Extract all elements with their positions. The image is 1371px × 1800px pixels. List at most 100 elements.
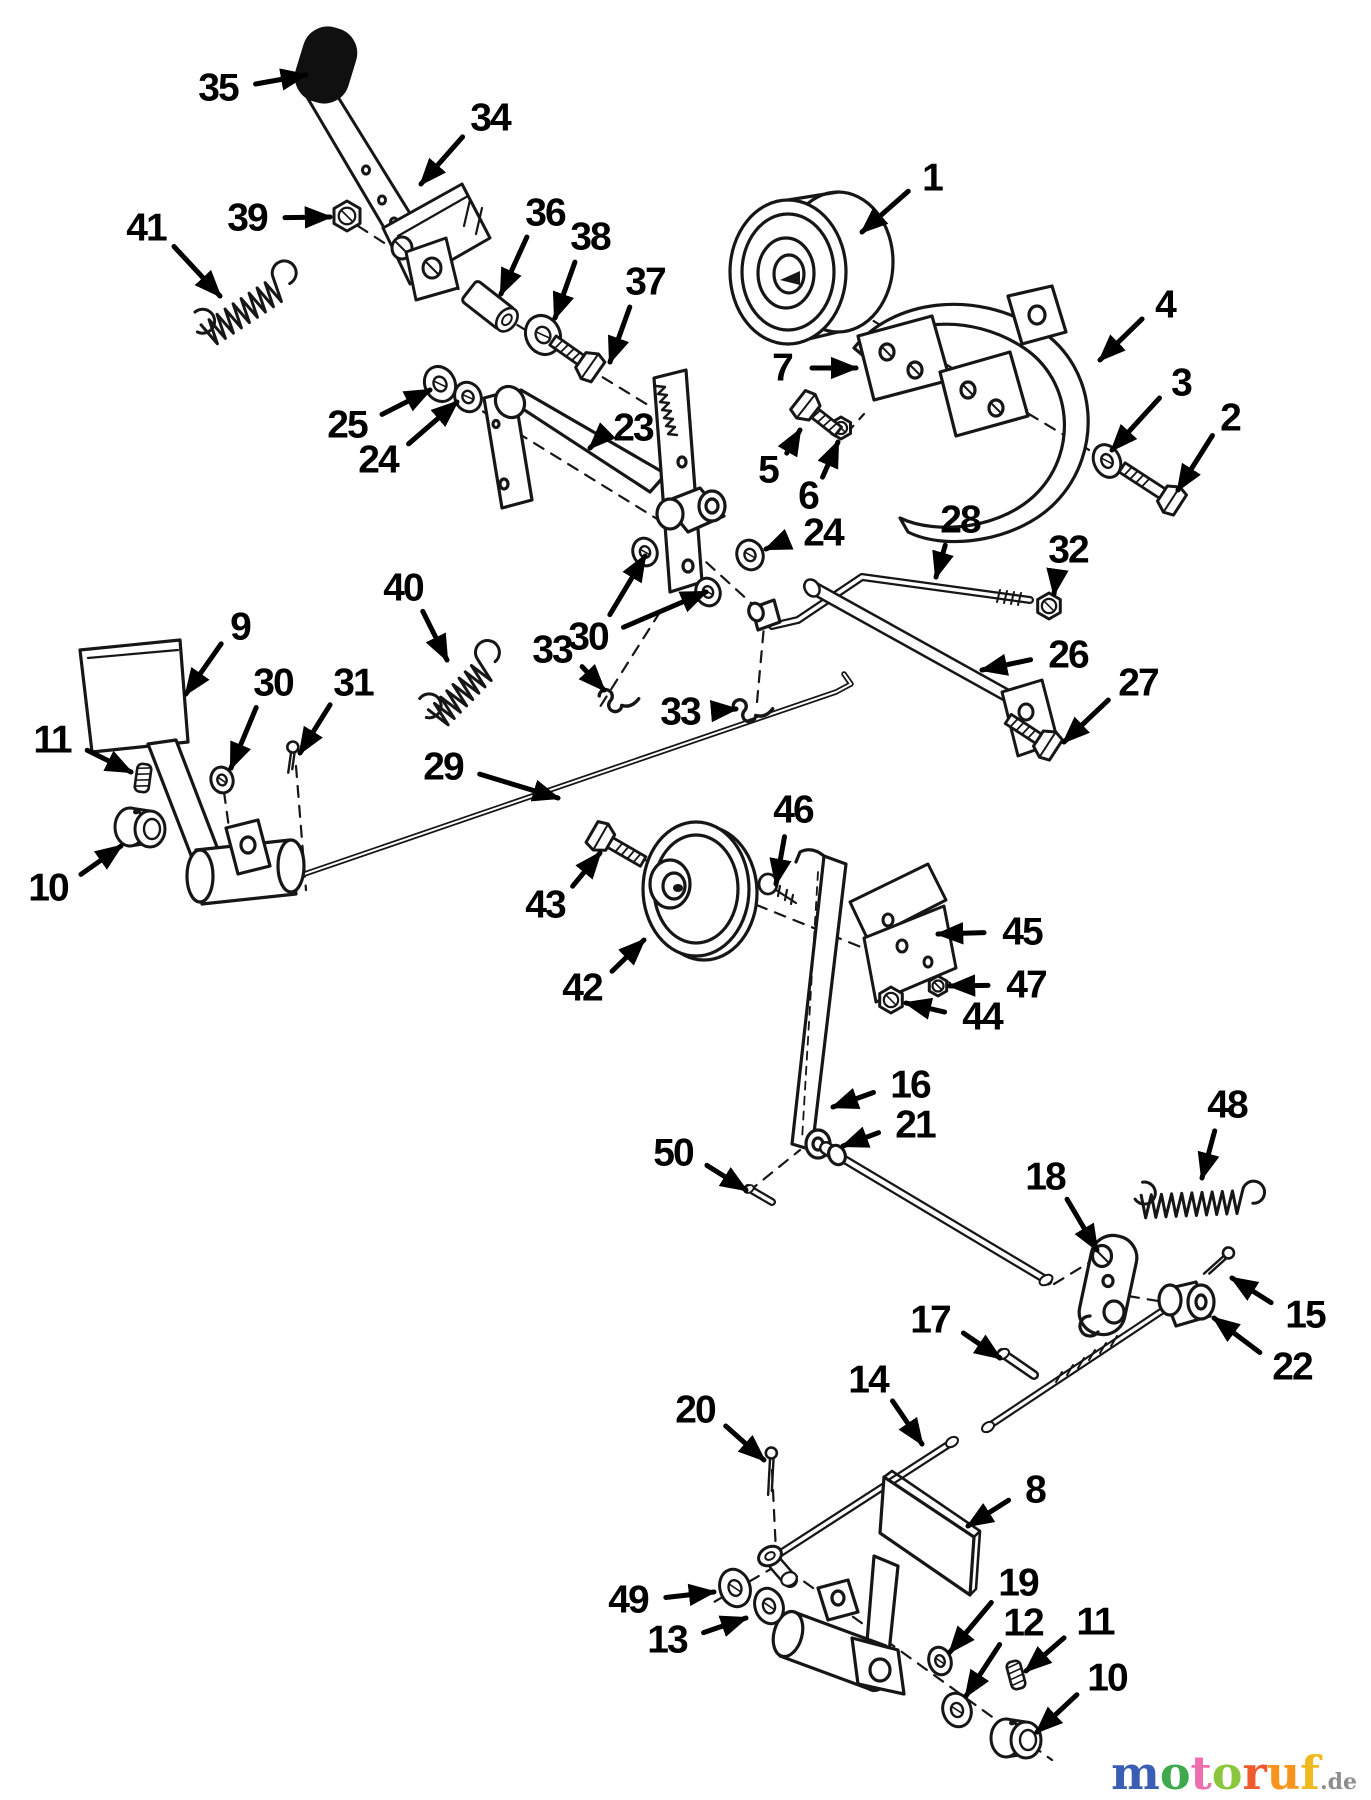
- part-label-21-39: 21: [840, 1104, 938, 1149]
- svg-text:29: 29: [423, 746, 464, 789]
- washer: [753, 1586, 785, 1626]
- part-label-9-26: 9: [183, 606, 253, 697]
- part-label-1-7: 1: [859, 157, 945, 235]
- part-label-34-1: 34: [418, 97, 514, 187]
- svg-text:12: 12: [1003, 1602, 1044, 1645]
- extension-spring: [193, 259, 298, 346]
- washer: [735, 538, 765, 572]
- washer: [209, 765, 235, 795]
- part-label-29-25: 29: [423, 746, 561, 802]
- part-label-37-6: 37: [607, 261, 667, 365]
- hairpin-clip: [731, 698, 775, 724]
- svg-text:22: 22: [1272, 1346, 1313, 1389]
- svg-text:20: 20: [675, 1389, 716, 1432]
- brake-link-18: [1077, 1233, 1139, 1338]
- part-label-24-15: 24: [358, 399, 460, 482]
- washer: [927, 1645, 953, 1677]
- svg-text:45: 45: [1002, 911, 1043, 954]
- part-label-23-16: 23: [587, 407, 656, 451]
- hex-nut: [878, 985, 904, 1015]
- extension-spring: [418, 639, 501, 727]
- clutch-shaft-23-assembly: [482, 368, 782, 632]
- hex-bolt: [1117, 461, 1189, 517]
- part-label-6-11: 6: [798, 439, 841, 518]
- svg-text:24: 24: [358, 439, 400, 482]
- part-label-39-2: 39: [227, 197, 333, 240]
- part-label-26-19: 26: [979, 634, 1091, 677]
- svg-text:34: 34: [470, 97, 512, 140]
- watermark-letter: o: [1211, 1746, 1243, 1800]
- svg-text:1: 1: [922, 157, 943, 200]
- shaft-collar: [989, 1717, 1043, 1760]
- watermark-letter: o: [1159, 1746, 1191, 1800]
- part-label-28-17: 28: [932, 499, 983, 580]
- svg-text:28: 28: [940, 499, 981, 542]
- part-label-42-33: 42: [562, 937, 647, 1010]
- svg-text:40: 40: [383, 567, 424, 610]
- svg-text:49: 49: [608, 1579, 649, 1622]
- svg-text:18: 18: [1025, 1156, 1066, 1199]
- shaft-collar: [113, 806, 167, 849]
- svg-text:23: 23: [613, 407, 654, 450]
- svg-text:14: 14: [848, 1359, 890, 1402]
- part-label-13-50: 13: [647, 1615, 749, 1662]
- part-label-38-5: 38: [552, 216, 613, 321]
- svg-text:13: 13: [647, 1619, 688, 1662]
- hex-bolt: [584, 820, 648, 868]
- pedal-pad: [78, 638, 190, 754]
- part-label-8-48: 8: [965, 1469, 1048, 1529]
- svg-text:21: 21: [895, 1104, 936, 1147]
- hairpin-clip: [597, 688, 641, 714]
- svg-text:41: 41: [126, 207, 167, 250]
- trunnion-22: [1157, 1280, 1216, 1328]
- set-screw: [133, 762, 153, 794]
- washer: [631, 536, 659, 568]
- svg-text:30: 30: [568, 616, 609, 659]
- part-label-10-30: 10: [28, 843, 124, 910]
- hex-nut: [927, 974, 949, 998]
- svg-text:47: 47: [1006, 964, 1046, 1007]
- svg-text:38: 38: [570, 216, 611, 259]
- part-label-17-45: 17: [910, 1299, 1003, 1361]
- svg-text:27: 27: [1118, 662, 1158, 705]
- part-label-44-37: 44: [903, 996, 1006, 1039]
- part-label-20-47: 20: [675, 1389, 767, 1463]
- part-label-24-21: 24: [763, 512, 847, 555]
- svg-text:46: 46: [773, 789, 814, 832]
- watermark-letter: m: [1111, 1746, 1160, 1800]
- part-label-22-44: 22: [1211, 1315, 1315, 1389]
- part-label-46-34: 46: [769, 789, 816, 887]
- watermark-letter: u: [1266, 1746, 1301, 1800]
- watermark-motoruf-logo: motoruf.de: [1111, 1750, 1357, 1796]
- svg-text:35: 35: [198, 67, 239, 110]
- svg-text:19: 19: [998, 1562, 1039, 1605]
- svg-text:43: 43: [525, 884, 566, 927]
- svg-text:10: 10: [1087, 1657, 1128, 1700]
- svg-text:33: 33: [660, 691, 701, 734]
- svg-text:42: 42: [562, 967, 603, 1010]
- hex-bolt: [548, 334, 607, 384]
- parking-brake-lever-assembly: [294, 26, 492, 302]
- part-label-35-0: 35: [198, 67, 309, 110]
- idler-bracket-45: [848, 862, 958, 1004]
- part-label-18-42: 18: [1025, 1156, 1100, 1253]
- hex-bolt: [789, 389, 843, 438]
- svg-text:8: 8: [1025, 1469, 1046, 1512]
- part-label-49-49: 49: [608, 1579, 717, 1622]
- part-label-5-10: 5: [758, 427, 803, 492]
- part-label-25-14: 25: [327, 387, 433, 447]
- part-label-27-20: 27: [1061, 662, 1160, 745]
- cotter-pin: [286, 740, 300, 774]
- watermark-letter: t: [1190, 1746, 1212, 1800]
- part-label-2-13: 2: [1175, 397, 1243, 493]
- sector-serrations: [654, 384, 679, 437]
- part-label-32-18: 32: [1046, 529, 1091, 597]
- threaded-rod-threads: [1055, 1335, 1118, 1383]
- brake-band-4: [852, 284, 1090, 544]
- svg-text:33: 33: [532, 629, 573, 672]
- set-screw: [1005, 1659, 1027, 1691]
- part-label-33-23: 33: [532, 629, 607, 693]
- part-label-10-54: 10: [1034, 1657, 1130, 1735]
